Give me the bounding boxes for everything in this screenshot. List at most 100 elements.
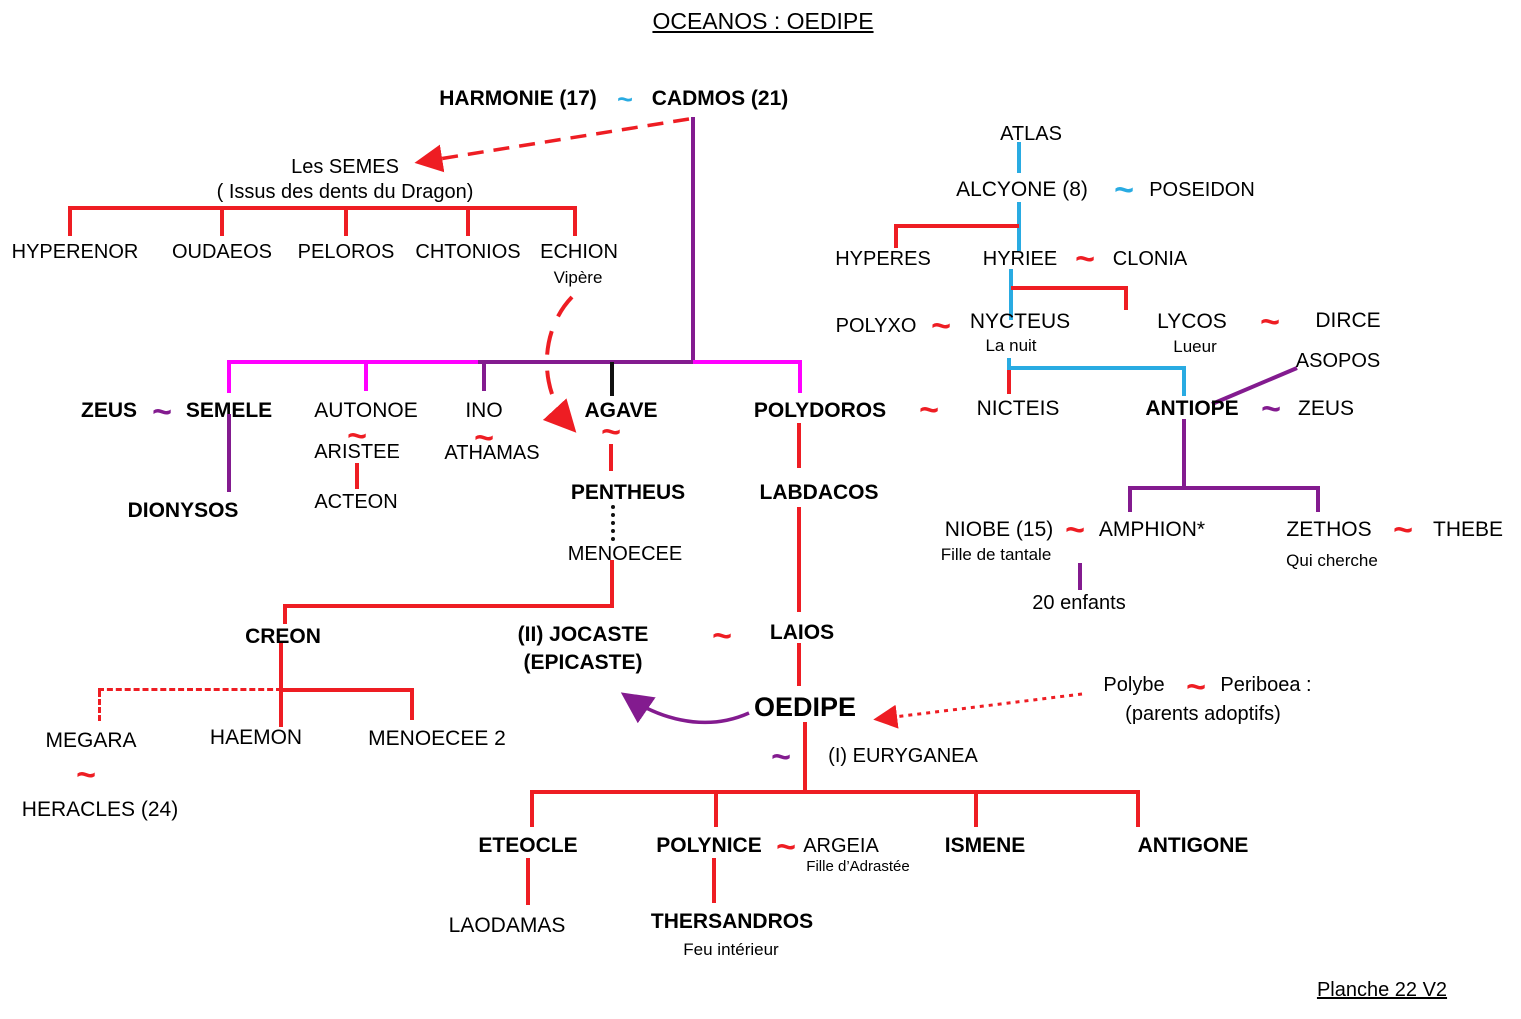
node-poseidon: POSEIDON — [1149, 179, 1255, 201]
node-jocaste-alias: (EPICASTE) — [523, 651, 643, 674]
node-20-enfants: 20 enfants — [1032, 592, 1126, 614]
tick-echion — [573, 206, 577, 236]
node-thersandros: THERSANDROS — [650, 910, 814, 933]
node-atlas: ATLAS — [1000, 123, 1062, 145]
node-echion: ECHION — [540, 241, 618, 263]
node-ismene: ISMENE — [944, 834, 1026, 857]
dotted-bracket-megara — [98, 688, 282, 691]
line-niobe-enfants — [1078, 563, 1082, 590]
line-cadmos-descent — [691, 117, 695, 364]
node-hyperenor: HYPERENOR — [11, 241, 139, 263]
tick-creon — [283, 604, 287, 624]
tick-hyperenor — [68, 206, 72, 236]
lycos-bracket — [1011, 286, 1128, 290]
union-niobe-amphion: ~ — [1065, 511, 1085, 549]
line-hyriee-down — [1009, 269, 1013, 320]
node-euryganea: (I) EURYGANEA — [828, 745, 978, 767]
node-menoecee: MENOECEE — [567, 543, 683, 565]
line-nycteus-down — [1007, 358, 1011, 370]
plate-number: Planche 22 V2 — [1316, 979, 1448, 1001]
node-zeus-right: ZEUS — [1297, 397, 1355, 420]
node-nycteus: NYCTEUS — [969, 310, 1071, 333]
union-polybe-periboea: ~ — [1186, 668, 1206, 706]
node-haemon: HAEMON — [209, 726, 303, 749]
tick-polydoros — [798, 360, 802, 393]
nycteus-note: La nuit — [985, 336, 1037, 355]
children-bracket-magenta-left — [227, 360, 478, 364]
node-thebe: THEBE — [1432, 518, 1504, 541]
union-jocaste-laios: ~ — [712, 617, 732, 655]
tick-antiope — [1182, 366, 1186, 396]
node-jocaste: (II) JOCASTE — [517, 623, 649, 646]
argeia-note: Fille d’Adrastée — [806, 858, 910, 875]
union-polynice-argeia: ~ — [776, 828, 796, 866]
tick-autonoe — [364, 362, 368, 391]
union-zeus-semele: ~ — [152, 393, 172, 431]
node-ino: INO — [465, 399, 503, 422]
node-polybe: Polybe — [1103, 674, 1165, 696]
line-menoecee-down — [610, 560, 614, 608]
node-aristee: ARISTEE — [314, 441, 400, 463]
node-athamas: ATHAMAS — [444, 442, 540, 464]
tick-zethos — [1316, 486, 1320, 512]
hyperes-bracket — [894, 224, 1019, 228]
node-asopos: ASOPOS — [1295, 350, 1381, 372]
node-dionysos: DIONYSOS — [127, 499, 239, 522]
creon-jocaste-bracket — [283, 604, 614, 608]
node-acteon: ACTEON — [314, 491, 398, 513]
adoptive-parents-note: (parents adoptifs) — [1125, 703, 1281, 725]
union-megara-heracles: ~ — [76, 756, 96, 794]
line-eteocle-laodamas — [526, 858, 530, 905]
antiope-children-bracket — [1128, 486, 1320, 490]
lycos-note: Lueur — [1173, 337, 1217, 356]
node-oedipe: OEDIPE — [753, 692, 857, 722]
node-polynice: POLYNICE — [656, 834, 762, 857]
union-polyxo-nycteus: ~ — [931, 307, 951, 345]
children-bracket-magenta-right — [693, 360, 802, 364]
node-antigone: ANTIGONE — [1137, 834, 1249, 857]
tick-ismene — [974, 790, 978, 827]
tick-ino — [482, 362, 486, 391]
tick-polynice — [714, 790, 718, 827]
tick-lycos — [1124, 286, 1128, 310]
node-argeia: ARGEIA — [803, 835, 879, 857]
node-dirce: DIRCE — [1315, 309, 1381, 332]
line-pentheus-menoecee-dotted — [611, 505, 615, 541]
line-aristee-acteon — [355, 463, 359, 489]
node-eteocle: ETEOCLE — [478, 834, 578, 857]
node-nicteis: NICTEIS — [976, 397, 1060, 420]
page-title: OCEANOS : OEDIPE — [652, 8, 874, 34]
tick-chtonios — [466, 206, 470, 236]
union-zethos-thebe: ~ — [1393, 511, 1413, 549]
oedipe-to-jocaste-curved-arrow — [620, 692, 750, 725]
node-zethos: ZETHOS — [1286, 518, 1372, 541]
union-autonoe-aristee: ~ — [347, 417, 367, 455]
node-polyxo: POLYXO — [835, 315, 917, 337]
line-antiope-down — [1182, 419, 1186, 489]
node-polydoros: POLYDOROS — [753, 399, 887, 422]
line-semele-dionysos — [227, 414, 231, 492]
line-polynice-thersandros — [712, 858, 716, 903]
node-lycos: LYCOS — [1157, 310, 1227, 333]
union-harmonie-cadmos: ~ — [617, 84, 633, 115]
tick-antigone — [1136, 790, 1140, 827]
cadmos-to-semes-dashed-arrow — [414, 117, 690, 173]
node-harmonie: HARMONIE (17) — [439, 87, 597, 110]
children-bracket-purple-mid — [478, 360, 693, 364]
union-ino-athamas: ~ — [474, 419, 494, 457]
creon-children-bracket — [282, 688, 414, 692]
tick-oudaeos — [220, 206, 224, 236]
semes-note: ( Issus des dents du Dragon) — [216, 181, 474, 203]
node-hyperes: HYPERES — [835, 248, 931, 270]
node-semele: SEMELE — [185, 399, 273, 422]
node-peloros: PELOROS — [297, 241, 395, 263]
tick-semele — [227, 360, 231, 393]
union-polydoros-nicteis: ~ — [919, 391, 939, 429]
zethos-note: Qui cherche — [1286, 551, 1378, 570]
node-labdacos: LABDACOS — [759, 481, 879, 504]
node-chtonios: CHTONIOS — [415, 241, 521, 263]
nycteus-children-bracket — [1007, 366, 1186, 370]
node-periboea: Periboea : — [1220, 674, 1312, 696]
node-zeus: ZEUS — [80, 399, 138, 422]
niobe-note: Fille de tantale — [940, 545, 1052, 564]
